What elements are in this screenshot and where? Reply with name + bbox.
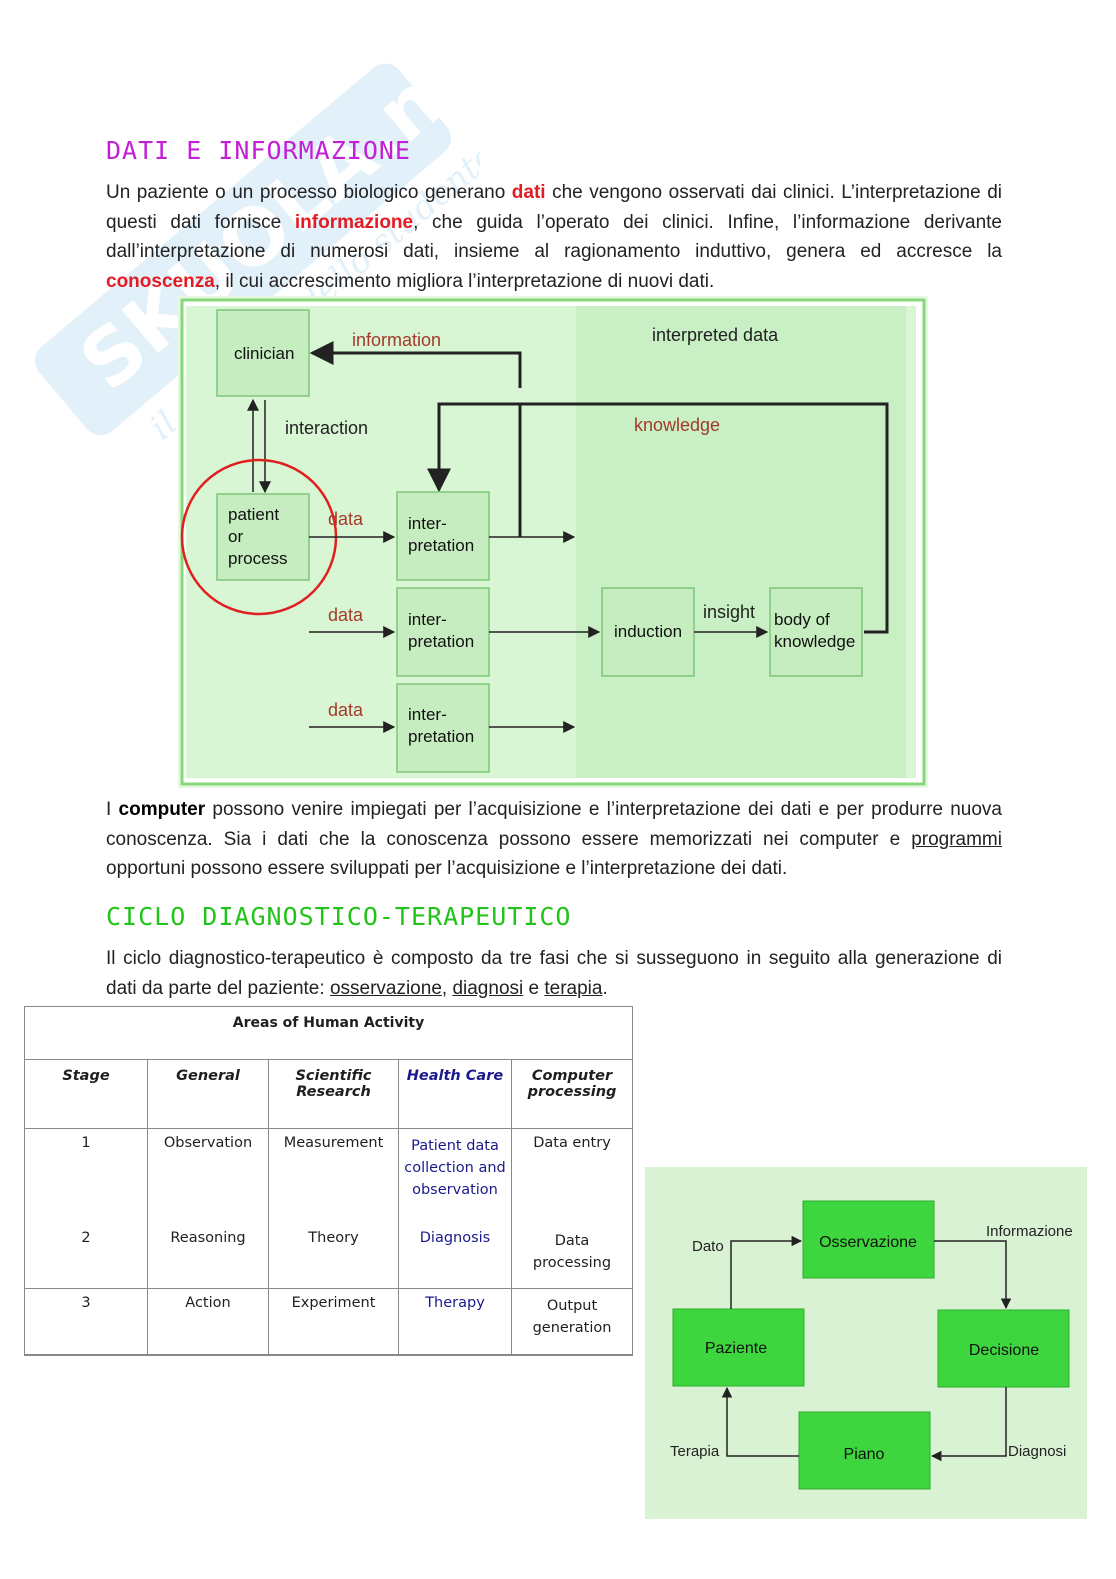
table-cell: Observation <box>147 1128 269 1224</box>
induction-box <box>601 587 695 677</box>
table-cell: 2 <box>24 1223 148 1289</box>
osservazione-box <box>802 1200 935 1279</box>
interaction-label: interaction <box>285 418 368 438</box>
knowledge-label: knowledge <box>634 415 720 435</box>
patient-label-1: patient <box>228 505 279 524</box>
table-cell: 3 <box>24 1288 148 1356</box>
insight-label: insight <box>703 602 755 622</box>
data-information-diagram: clinician information interpreted data i… <box>178 296 928 788</box>
interpretation-2-line-2: pretation <box>408 632 474 651</box>
patient-label-3: process <box>228 549 288 568</box>
header-scientific-research: Scientific Research <box>268 1059 399 1129</box>
keyword-programmi: programmi <box>911 828 1002 850</box>
paragraph-computer: I computer possono venire impiegati per … <box>106 799 1002 879</box>
interpretation-box-3 <box>396 683 490 773</box>
table-cell: Action <box>147 1288 269 1356</box>
header-computer-processing: Computer processing <box>511 1059 633 1129</box>
areas-of-human-activity-table: Areas of Human Activity Stage General Sc… <box>24 1006 633 1356</box>
table-cell: Output generation <box>511 1288 633 1356</box>
paragraph-dati: Un paziente o un processo biologico gene… <box>106 182 1002 292</box>
header-health-care: Health Care <box>398 1059 512 1129</box>
section-title-ciclo: CICLO DIAGNOSTICO-TERAPEUTICO <box>106 902 572 931</box>
terapia-label: Terapia <box>670 1443 720 1460</box>
table-cell: Theory <box>268 1223 399 1289</box>
data-label-2: data <box>328 605 364 625</box>
decisione-label: Decisione <box>969 1342 1039 1359</box>
header-general: General <box>147 1059 269 1129</box>
table-caption: Areas of Human Activity <box>24 1006 633 1060</box>
table-row: 2 Reasoning Theory Diagnosis Data proces… <box>24 1223 633 1289</box>
interpretation-box-1 <box>396 491 490 581</box>
keyword-dati: dati <box>511 182 546 203</box>
interpretation-3-line-1: inter- <box>408 705 447 724</box>
data-label-1: data <box>328 509 364 529</box>
clinician-box <box>216 309 310 397</box>
table-cell: Therapy <box>398 1288 512 1356</box>
keyword-conoscenza: conoscenza <box>106 270 215 292</box>
table-cell: Experiment <box>268 1288 399 1356</box>
interpretation-2-line-1: inter- <box>408 610 447 629</box>
keyword-informazione: informazione <box>294 211 414 233</box>
link-terapia: terapia <box>544 977 603 999</box>
paziente-label: Paziente <box>705 1340 767 1357</box>
body-of-knowledge-line-2: knowledge <box>774 632 855 651</box>
patient-box <box>216 493 310 581</box>
table-cell: Measurement <box>268 1128 399 1224</box>
table-cell: Patient data collection and observation <box>398 1128 512 1224</box>
osservazione-label: Osservazione <box>819 1234 917 1251</box>
table-cell: Reasoning <box>147 1223 269 1289</box>
decisione-box <box>937 1309 1070 1388</box>
interpretation-box-2 <box>396 587 490 677</box>
diagnosi-label: Diagnosi <box>1008 1443 1066 1460</box>
interpretation-1-line-2: pretation <box>408 536 474 555</box>
paziente-box <box>672 1308 805 1387</box>
diagnostic-cycle-diagram: Osservazione Paziente Decisione Piano Da… <box>645 1167 1087 1519</box>
piano-label: Piano <box>844 1446 885 1463</box>
table-cell: Data processing <box>511 1223 633 1289</box>
body-of-knowledge-line-1: body of <box>774 610 830 629</box>
interpretation-1-line-1: inter- <box>408 514 447 533</box>
data-label-3: data <box>328 700 364 720</box>
informazione-label: Informazione <box>986 1223 1073 1240</box>
dato-label: Dato <box>692 1238 724 1255</box>
table-row: 3 Action Experiment Therapy Output gener… <box>24 1288 633 1356</box>
keyword-computer: computer <box>118 799 206 820</box>
body-of-knowledge-box <box>769 587 863 677</box>
information-label: information <box>352 330 441 350</box>
clinician-label: clinician <box>234 344 294 363</box>
paragraph-ciclo: Il ciclo diagnostico-terapeutico è compo… <box>106 948 1002 999</box>
link-osservazione: osservazione <box>329 977 442 999</box>
header-stage: Stage <box>24 1059 148 1129</box>
piano-box <box>798 1411 931 1490</box>
link-diagnosi: diagnosi <box>452 977 524 999</box>
table-cell: Diagnosis <box>398 1223 512 1289</box>
table-row: 1 Observation Measurement Patient data c… <box>24 1128 633 1224</box>
table-cell: 1 <box>24 1128 148 1224</box>
section-title-dati: DATI E INFORMAZIONE <box>106 136 411 165</box>
interpretation-3-line-2: pretation <box>408 727 474 746</box>
table-cell: Data entry <box>511 1128 633 1224</box>
induction-label: induction <box>614 622 682 641</box>
patient-label-2: or <box>228 527 243 546</box>
interpreted-data-label: interpreted data <box>652 325 779 345</box>
